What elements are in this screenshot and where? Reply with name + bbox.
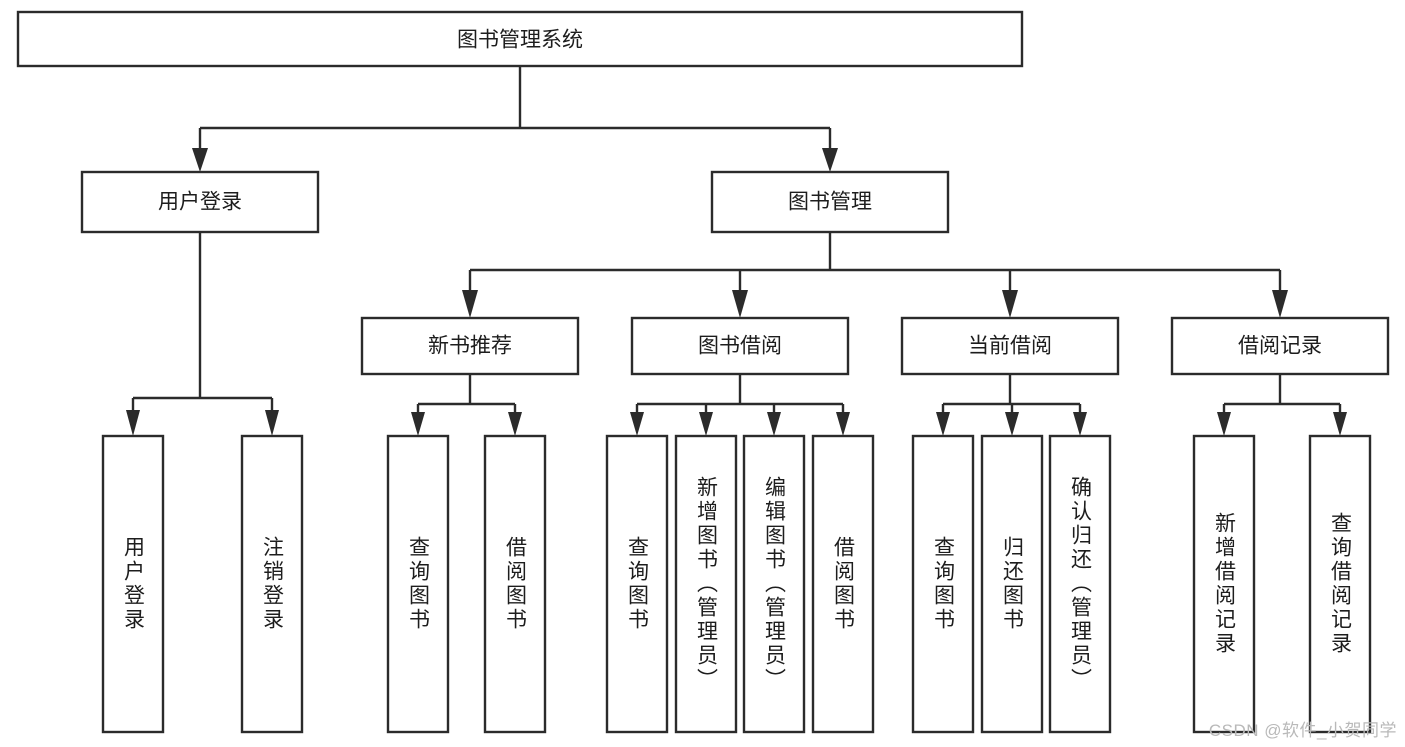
node-box-leaf-current-borrow-3[interactable] bbox=[1048, 434, 1112, 734]
node-box-new-book-recommend[interactable] bbox=[360, 316, 580, 376]
node-label-book-borrow: 图书借阅 bbox=[698, 335, 782, 358]
connector-group-borrow-record bbox=[1217, 374, 1347, 436]
arrow-head-bm-2 bbox=[732, 290, 748, 318]
node-box-current-borrow[interactable] bbox=[900, 316, 1120, 376]
node-box-user-login[interactable] bbox=[80, 170, 320, 234]
node-label-user-login: 用户登录 bbox=[158, 191, 242, 214]
node-box-leaf-new-book-2[interactable] bbox=[483, 434, 547, 734]
arrow-head-ul-1 bbox=[126, 410, 140, 436]
node-box-book-manage[interactable] bbox=[710, 170, 950, 234]
node-label-root: 图书管理系统 bbox=[457, 29, 583, 52]
node-box-leaf-user-login-1[interactable] bbox=[101, 434, 165, 734]
node-label-current-borrow: 当前借阅 bbox=[968, 335, 1052, 358]
arrow-head-bb-3 bbox=[767, 412, 781, 436]
node-box-leaf-book-borrow-4[interactable] bbox=[811, 434, 875, 734]
arrow-head-bm-4 bbox=[1272, 290, 1288, 318]
connector-group-new-book bbox=[411, 374, 522, 436]
node-box-book-borrow[interactable] bbox=[630, 316, 850, 376]
csdn-watermark: CSDN @软件_小贺同学 bbox=[1208, 721, 1397, 740]
node-box-leaf-borrow-record-1[interactable] bbox=[1192, 434, 1256, 734]
arrow-head-bb-2 bbox=[699, 412, 713, 436]
node-book-borrow[interactable]: 图书借阅 bbox=[630, 316, 850, 376]
node-box-leaf-book-borrow-3[interactable] bbox=[742, 434, 806, 734]
arrow-head-root-1 bbox=[192, 148, 208, 172]
arrow-head-cb-3 bbox=[1073, 412, 1087, 436]
node-current-borrow[interactable]: 当前借阅 bbox=[900, 316, 1120, 376]
node-box-leaf-current-borrow-2[interactable] bbox=[980, 434, 1044, 734]
arrow-head-bb-4 bbox=[836, 412, 850, 436]
connector-group-book-borrow bbox=[630, 374, 850, 436]
connector-group-book-manage bbox=[462, 232, 1288, 318]
arrow-head-br-2 bbox=[1333, 412, 1347, 436]
node-label-borrow-record: 借阅记录 bbox=[1238, 335, 1322, 358]
node-box-leaf-user-login-2[interactable] bbox=[240, 434, 304, 734]
node-box-leaf-book-borrow-2[interactable] bbox=[674, 434, 738, 734]
arrow-head-nb-1 bbox=[411, 412, 425, 436]
arrow-head-root-2 bbox=[822, 148, 838, 172]
node-new-book-recommend[interactable]: 新书推荐 bbox=[360, 316, 580, 376]
arrow-head-bm-3 bbox=[1002, 290, 1018, 318]
node-book-manage[interactable]: 图书管理 bbox=[710, 170, 950, 234]
node-box-leaf-new-book-1[interactable] bbox=[386, 434, 450, 734]
node-borrow-record[interactable]: 借阅记录 bbox=[1170, 316, 1390, 376]
node-label-new-book-recommend: 新书推荐 bbox=[428, 335, 512, 358]
connector-group-user-login bbox=[126, 232, 279, 436]
node-box-leaf-book-borrow-1[interactable] bbox=[605, 434, 669, 734]
node-box-borrow-record[interactable] bbox=[1170, 316, 1390, 376]
node-box-leaf-borrow-record-2[interactable] bbox=[1308, 434, 1372, 734]
arrow-head-nb-2 bbox=[508, 412, 522, 436]
node-root-system[interactable]: 图书管理系统 bbox=[16, 10, 1024, 68]
node-user-login[interactable]: 用户登录 bbox=[80, 170, 320, 234]
node-box-root[interactable] bbox=[16, 10, 1024, 68]
node-box-leaf-current-borrow-1[interactable] bbox=[911, 434, 975, 734]
connector-group-root bbox=[192, 66, 838, 172]
arrow-head-cb-2 bbox=[1005, 412, 1019, 436]
arrow-head-cb-1 bbox=[936, 412, 950, 436]
arrow-head-ul-2 bbox=[265, 410, 279, 436]
arrow-head-bb-1 bbox=[630, 412, 644, 436]
arrow-head-bm-1 bbox=[462, 290, 478, 318]
connector-group-current-borrow bbox=[936, 374, 1087, 436]
node-label-book-manage: 图书管理 bbox=[788, 191, 872, 214]
arrow-head-br-1 bbox=[1217, 412, 1231, 436]
